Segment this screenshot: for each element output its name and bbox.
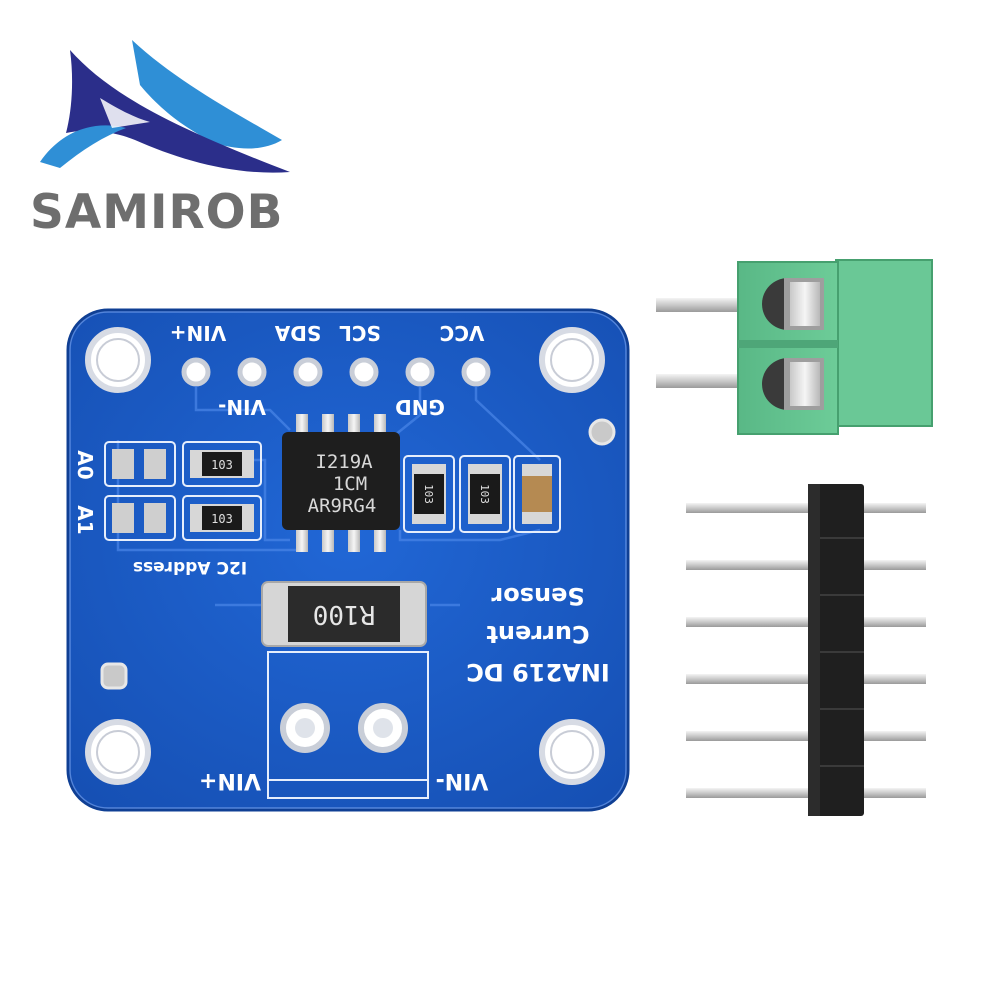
pin-label-group: VIN+ SDA SCL VCC VIN- GND [170, 321, 485, 419]
board-title-line1: Sensor [491, 582, 584, 610]
address-jumpers: A0 A1 I2C Address [73, 441, 247, 577]
test-pad [588, 418, 616, 446]
mounting-hole [539, 327, 605, 393]
pin-label-vin-plus: VIN+ [170, 321, 226, 345]
board-title-line2: Current [486, 620, 589, 648]
terminal-footprint: VIN+ VIN- [199, 651, 489, 799]
pin-label-sda: SDA [274, 321, 321, 345]
logo-light-wave [132, 40, 282, 149]
smd-resistor: 103 [182, 441, 262, 487]
address-label-a0: A0 [73, 450, 97, 479]
pin-label-vcc: VCC [440, 321, 485, 345]
mounting-hole [539, 719, 605, 785]
pin-label-scl: SCL [339, 321, 381, 345]
address-caption: I2C Address [133, 557, 247, 577]
svg-text:103: 103 [211, 512, 233, 526]
test-pad [100, 662, 128, 690]
ina219-chip: I219A 1CM AR9RG4 [282, 414, 400, 552]
svg-text:103: 103 [211, 458, 233, 472]
pin-label-gnd: GND [395, 395, 445, 419]
address-label-a1: A1 [73, 505, 97, 534]
smd-resistor: 103 [403, 455, 455, 533]
shunt-resistor: R100 [261, 581, 427, 647]
terminal-label-vin-plus: VIN+ [199, 768, 261, 793]
chip-marking-line1: I219A [315, 451, 373, 473]
screw-terminal-block [656, 259, 933, 435]
chip-marking-line2: 1CM [333, 473, 367, 495]
brand-name: SAMIROB [30, 185, 284, 240]
mounting-hole [85, 719, 151, 785]
mounting-hole [85, 327, 151, 393]
pin-header [686, 484, 926, 816]
board-title-line3: INA219 DC [466, 658, 610, 686]
terminal-label-vin-minus: VIN- [436, 768, 489, 793]
shunt-marking: R100 [313, 599, 376, 629]
pin-label-vin-minus: VIN- [218, 395, 266, 419]
ina219-board: VIN+ SDA SCL VCC VIN- GND A0 A1 I2C Addr… [66, 308, 630, 812]
board-title: Sensor Current INA219 DC [466, 582, 610, 686]
chip-marking-line3: AR9RG4 [308, 495, 377, 517]
svg-text:103: 103 [478, 484, 491, 504]
smd-capacitor [513, 455, 561, 533]
svg-text:103: 103 [422, 484, 435, 504]
smd-resistor: 103 [459, 455, 511, 533]
brand-logo [40, 40, 290, 173]
header-pin-holes [181, 357, 491, 387]
smd-resistor: 103 [182, 495, 262, 541]
